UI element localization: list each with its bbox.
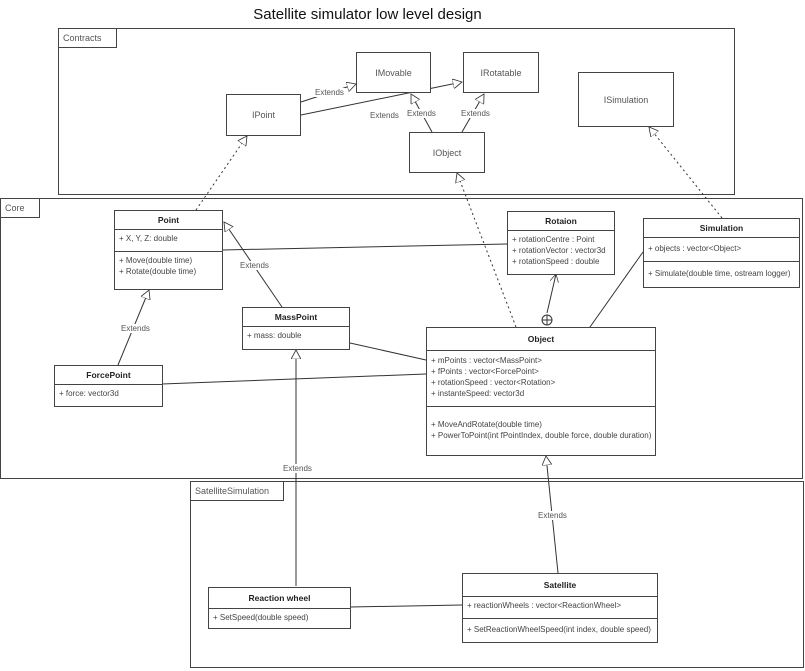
class-rotation-name: Rotaion: [508, 212, 614, 231]
class-mass-point-attributes: + mass: double: [243, 327, 349, 344]
attribute: + mPoints : vector<MassPoint>: [431, 356, 542, 365]
class-satellite-attributes: + reactionWheels : vector<ReactionWheel>: [463, 597, 657, 619]
class-force-point-name: ForcePoint: [55, 366, 162, 385]
interface-imovable[interactable]: IMovable: [356, 52, 431, 93]
label-extends-iobject-irotatable: Extends: [460, 109, 491, 118]
diagram-title-text: Satellite simulator low level design: [253, 6, 482, 23]
class-reaction-wheel-methods: + SetSpeed(double speed): [209, 609, 350, 626]
ipoint-extends-irotatable: [300, 82, 462, 116]
class-mass-point[interactable]: MassPoint + mass: double: [242, 307, 350, 350]
interface-isimulation-label: ISimulation: [603, 94, 649, 105]
attribute: + instanteSpeed: vector3d: [431, 389, 525, 398]
class-simulation-attributes: + objects : vector<Object>: [644, 238, 799, 262]
label-extends-masspoint-point: Extends: [239, 261, 270, 270]
class-rotation[interactable]: Rotaion + rotationCentre : Point + rotat…: [507, 211, 615, 275]
class-object-methods: + MoveAndRotate(double time) + PowerToPo…: [427, 407, 655, 444]
attribute: + fPoints : vector<ForcePoint>: [431, 367, 539, 376]
package-satellite-simulation: SatelliteSimulation: [190, 481, 804, 668]
class-satellite[interactable]: Satellite + reactionWheels : vector<Reac…: [462, 573, 658, 643]
method: + SetSpeed(double speed): [213, 613, 309, 622]
method: + Move(double time): [119, 256, 193, 265]
attribute: + reactionWheels : vector<ReactionWheel>: [467, 601, 622, 610]
class-object-attributes: + mPoints : vector<MassPoint> + fPoints …: [427, 351, 655, 407]
simulation-aggregates-object: [590, 251, 644, 327]
method: + MoveAndRotate(double time): [431, 420, 542, 429]
class-force-point[interactable]: ForcePoint + force: vector3d: [54, 365, 163, 407]
label-extends-iobject-imovable: Extends: [406, 109, 437, 118]
method: + PowerToPoint(int fPointIndex, double f…: [431, 431, 652, 440]
class-object-name: Object: [427, 328, 655, 351]
satellite-aggregates-reactionwheel: [350, 605, 463, 607]
interface-iobject-label: IObject: [432, 147, 462, 158]
attribute: + objects : vector<Object>: [648, 244, 742, 253]
class-reaction-wheel[interactable]: Reaction wheel + SetSpeed(double speed): [208, 587, 351, 629]
interface-irotatable[interactable]: IRotatable: [463, 52, 539, 93]
attribute: + rotationVector : vector3d: [512, 246, 606, 255]
class-rotation-attributes: + rotationCentre : Point + rotationVecto…: [508, 231, 614, 270]
method: + Simulate(double time, ostream logger): [648, 269, 791, 278]
simulation-realizes-isimulation: [649, 127, 723, 219]
method: + SetReactionWheelSpeed(int index, doubl…: [467, 625, 651, 634]
label-extends-ipoint-irotatable: Extends: [369, 111, 400, 120]
label-extends-ipoint-imovable: Extends: [314, 88, 345, 97]
class-reaction-wheel-name: Reaction wheel: [209, 588, 350, 609]
package-contracts-label: Contracts: [59, 29, 117, 48]
diagram-title: Satellite simulator low level design: [0, 6, 805, 23]
class-point[interactable]: Point + X, Y, Z: double + Move(double ti…: [114, 210, 223, 290]
interface-ipoint[interactable]: IPoint: [226, 94, 301, 136]
class-point-methods: + Move(double time) + Rotate(double time…: [115, 252, 222, 280]
attribute: + rotationSpeed : vector<Rotation>: [431, 378, 556, 387]
nesting-circle-icon: [541, 314, 553, 326]
interface-iobject[interactable]: IObject: [409, 132, 485, 173]
point-realizes-ipoint: [195, 136, 247, 211]
label-extends-reactionwheel-masspoint: Extends: [282, 464, 313, 473]
interface-isimulation[interactable]: ISimulation: [578, 72, 674, 127]
class-object[interactable]: Object + mPoints : vector<MassPoint> + f…: [426, 327, 656, 456]
class-force-point-attributes: + force: vector3d: [55, 385, 162, 402]
method: + Rotate(double time): [119, 267, 197, 276]
package-core-label: Core: [1, 199, 40, 218]
package-core: Core: [0, 198, 803, 479]
object-aggregates-masspoint: [350, 343, 427, 361]
package-satellite-simulation-label: SatelliteSimulation: [191, 482, 285, 501]
package-contracts: Contracts: [58, 28, 735, 195]
class-point-name: Point: [115, 211, 222, 230]
rotation-composes-point: [222, 243, 508, 250]
interface-ipoint-label: IPoint: [251, 110, 275, 120]
class-simulation-name: Simulation: [644, 219, 799, 238]
class-satellite-name: Satellite: [463, 574, 657, 597]
attribute: + rotationSpeed : double: [512, 257, 600, 266]
attribute: + X, Y, Z: double: [119, 234, 178, 243]
class-mass-point-name: MassPoint: [243, 308, 349, 327]
object-aggregates-forcepoint: [162, 373, 427, 384]
attribute: + rotationCentre : Point: [512, 235, 595, 244]
interface-irotatable-label: IRotatable: [480, 67, 522, 78]
class-simulation[interactable]: Simulation + objects : vector<Object> + …: [643, 218, 800, 288]
interface-imovable-label: IMovable: [375, 67, 412, 78]
attribute: + force: vector3d: [59, 389, 119, 398]
class-point-attributes: + X, Y, Z: double: [115, 230, 222, 252]
label-extends-satellite-object: Extends: [537, 511, 568, 520]
label-extends-forcepoint-point: Extends: [120, 324, 151, 333]
class-satellite-methods: + SetReactionWheelSpeed(int index, doubl…: [463, 619, 657, 638]
attribute: + mass: double: [247, 331, 302, 340]
class-simulation-methods: + Simulate(double time, ostream logger): [644, 262, 799, 282]
object-nests-rotation: [546, 274, 556, 314]
